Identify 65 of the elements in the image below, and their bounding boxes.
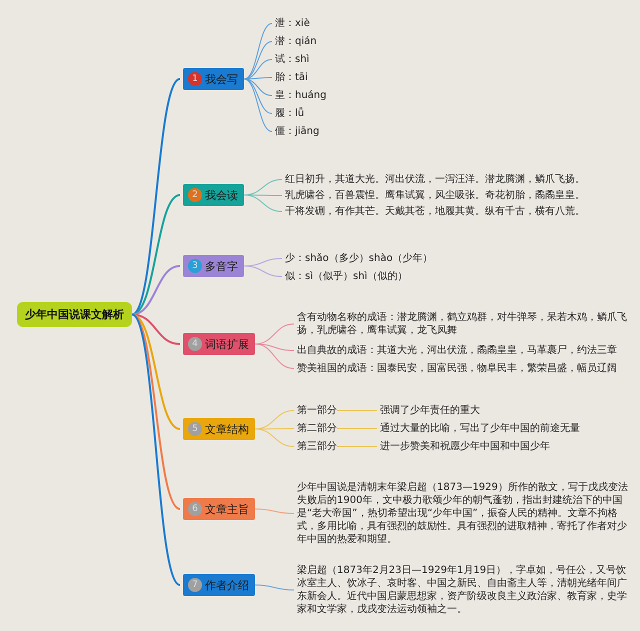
branch-line [336,410,378,411]
topic-box [183,255,244,277]
subtopic-text: 泄：xiè [275,17,310,30]
topic-label: 我会写 [205,72,238,86]
number-badge: 6 [188,502,202,516]
topic-label: 多音字 [205,258,238,274]
branch-line [254,344,294,369]
branch-line [132,314,180,345]
number-badge: 3 [188,259,202,273]
subtopic-text: 第三部分 [297,440,337,453]
subtopic-text: 强调了少年责任的重大 [380,404,480,417]
subtopic-text: 含有动物名称的成语：潜龙腾渊，鹤立鸡群，对牛弹琴，呆若木鸡，鳞爪飞扬，乳虎啸谷，鹰隼试翼，龙飞凤舞 [297,311,632,337]
topic-box [183,333,255,355]
subtopic-text: 第一部分 [297,404,337,417]
branch-line [244,194,282,212]
topic-box [183,498,255,520]
branch-line [244,41,272,80]
branch-line [254,508,294,514]
branch-line [254,428,294,447]
branch-line [132,265,180,316]
subtopic-text: 履：lǚ [275,107,304,120]
branch-line [244,78,272,96]
branch-line [244,266,282,277]
branch-line [254,584,294,590]
number-badge: 1 [188,72,202,86]
topic-box [183,574,255,596]
subtopic-text: 似：sì（似乎）shì（似的） [285,270,408,283]
branch-line [336,446,378,447]
branch-line [132,194,180,316]
branch-line [244,23,272,80]
subtopic-text: 少年中国说是清朝末年梁启超（1873—1929）所作的散文，写于戊戌变法失败后的1900年，文中极力歌颂少年的朝气蓬勃，指出封建统治下的中国是“老大帝国”，热切希望出现“少年中国”，振奋人民的精神。文章不拘格式，多用比喻，具有强烈的鼓励性。具有强烈的进取精神，寄托了作者对少年中国的热爱和期望。 [297,481,632,546]
subtopic-text: 试：shì [275,53,310,66]
number-badge: 5 [188,422,202,436]
subtopic-text: 出自典故的成语：其道大光，河出伏流，矞矞皇皇，马革裹尸，约法三章 [297,344,617,357]
branch-line [131,314,181,586]
topic-box [183,184,244,206]
subtopic-text: 僵：jiāng [275,125,320,138]
branch-line [131,78,181,316]
number-badge: 7 [188,578,202,592]
topic-box [183,418,255,440]
subtopic-text: 通过大量的比喻，写出了少年中国的前途无量 [380,422,580,435]
subtopic-text: 胎：tāi [275,71,308,84]
branch-line [336,428,378,429]
topic-box [183,68,244,90]
topic-label: 文章结构 [205,422,249,436]
subtopic-text: 皇：huáng [275,89,326,102]
topic-label: 我会读 [205,188,238,202]
topic-label: 文章主旨 [205,502,249,516]
subtopic-text: 进一步赞美和祝愿少年中国和中国少年 [380,440,550,453]
subtopic-text: 第二部分 [297,422,337,435]
topic-label: 词语扩展 [205,336,249,352]
topic-label: 作者介绍 [205,578,249,592]
subtopic-text: 红日初升，其道大光。河出伏流，一泻汪洋。潜龙腾渊，鳞爪飞扬。 [285,173,585,186]
subtopic-text: 潜：qián [275,35,317,48]
subtopic-text: 梁启超（1873年2月23日—1929年1月19日），字卓如，号任公，又号饮冰室主人、饮冰子、哀时客、中国之新民、自由斋主人等，清朝光绪年间广东新会人。近代中国启蒙思想家，资产阶级改良主义政治家、教育家，史学家和文学家，戊戌变法运动领袖之一。 [297,564,632,616]
number-badge: 2 [188,188,202,202]
branch-line [244,59,272,80]
branch-line [132,314,180,430]
branch-line [244,78,272,132]
subtopic-text: 少：shǎo（多少）shào（少年） [285,252,433,265]
subtopic-text: 干将发硎，有作其芒。天戴其苍，地履其黄。纵有千古，横有八荒。 [285,205,585,218]
subtopic-text: 乳虎啸谷，百兽震惶。鹰隼试翼，风尘吸张。奇花初胎，矞矞皇皇。 [285,189,585,202]
central-topic-box: 少年中国说课文解析 [17,302,132,327]
subtopic-text: 赞美祖国的成语：国泰民安，国富民强，物阜民丰，繁荣昌盛，幅员辽阔 [297,362,617,375]
number-badge: 4 [188,337,202,351]
